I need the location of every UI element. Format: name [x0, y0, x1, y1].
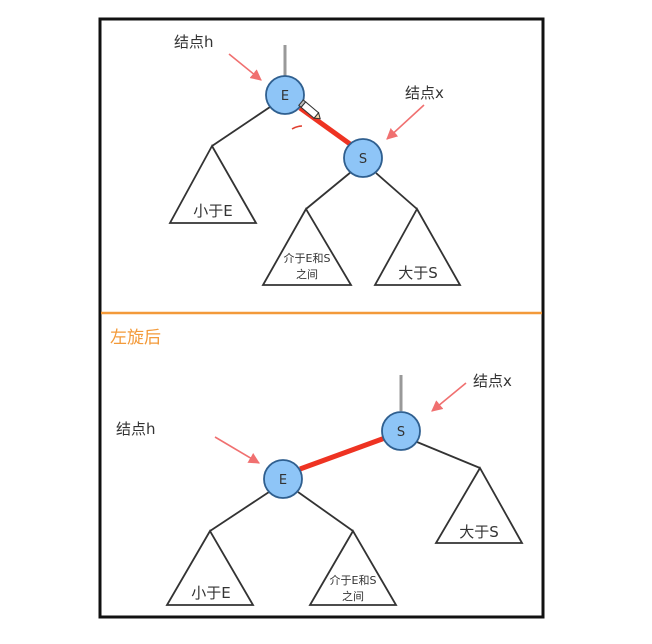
bottom-red-link	[299, 435, 386, 472]
bottom-node-e-label: E	[279, 473, 287, 488]
top-subtree-greater-s	[373, 207, 462, 286]
bottom-edge-e-left	[209, 491, 270, 532]
diagram-frame	[98, 17, 545, 619]
top-section: 结点h 结点x E S 小于E 介于E和S 之间 大于S	[168, 33, 462, 286]
bottom-node-h-label: 结点h	[116, 420, 156, 438]
bottom-edge-e-right	[297, 491, 354, 532]
bottom-arrow-to-h	[214, 436, 260, 464]
top-node-e-label: E	[281, 89, 289, 104]
top-edge-s-left	[305, 171, 352, 210]
bottom-edge-s-right	[416, 441, 481, 469]
left-rotation-title: 左旋后	[110, 328, 161, 348]
top-node-s	[343, 138, 383, 178]
top-arrow-to-x	[386, 104, 425, 140]
top-node-h-label: 结点h	[174, 33, 214, 51]
bottom-subtree-between	[308, 529, 398, 606]
top-tree-between-label-2: 之间	[296, 267, 318, 281]
bottom-tree-greater-s-label: 大于S	[459, 523, 499, 541]
top-tree-greater-s-label: 大于S	[398, 264, 438, 282]
top-red-link	[298, 105, 352, 147]
bottom-subtree-less-e	[165, 529, 255, 606]
bottom-node-s	[381, 411, 421, 451]
top-node-x-label: 结点x	[405, 84, 444, 102]
top-subtree-between	[261, 207, 353, 286]
bottom-node-e	[263, 459, 303, 499]
top-subtree-less-e	[168, 144, 258, 224]
bottom-node-x-label: 结点x	[473, 372, 512, 390]
top-tree-between-label-1: 介于E和S	[284, 252, 331, 265]
top-node-e	[265, 75, 305, 115]
bottom-tree-between-label-1: 介于E和S	[330, 574, 377, 587]
bottom-arrow-to-x	[431, 382, 467, 412]
top-node-s-label: S	[359, 152, 367, 167]
bottom-tree-between-label-2: 之间	[342, 589, 364, 603]
top-edge-s-right	[375, 172, 418, 210]
bottom-tree-less-e-label: 小于E	[191, 584, 230, 602]
top-tree-less-e-label: 小于E	[193, 202, 232, 220]
bottom-subtree-greater-s	[434, 466, 524, 544]
bottom-node-s-label: S	[397, 425, 405, 440]
top-edge-e-left	[211, 106, 271, 147]
pencil-cursor-icon	[298, 99, 321, 120]
bottom-section: 结点x 结点h S E 大于S 小于E 介于E和S 之间	[116, 372, 524, 606]
scribble-mark	[291, 125, 303, 130]
top-arrow-to-h	[228, 53, 262, 81]
